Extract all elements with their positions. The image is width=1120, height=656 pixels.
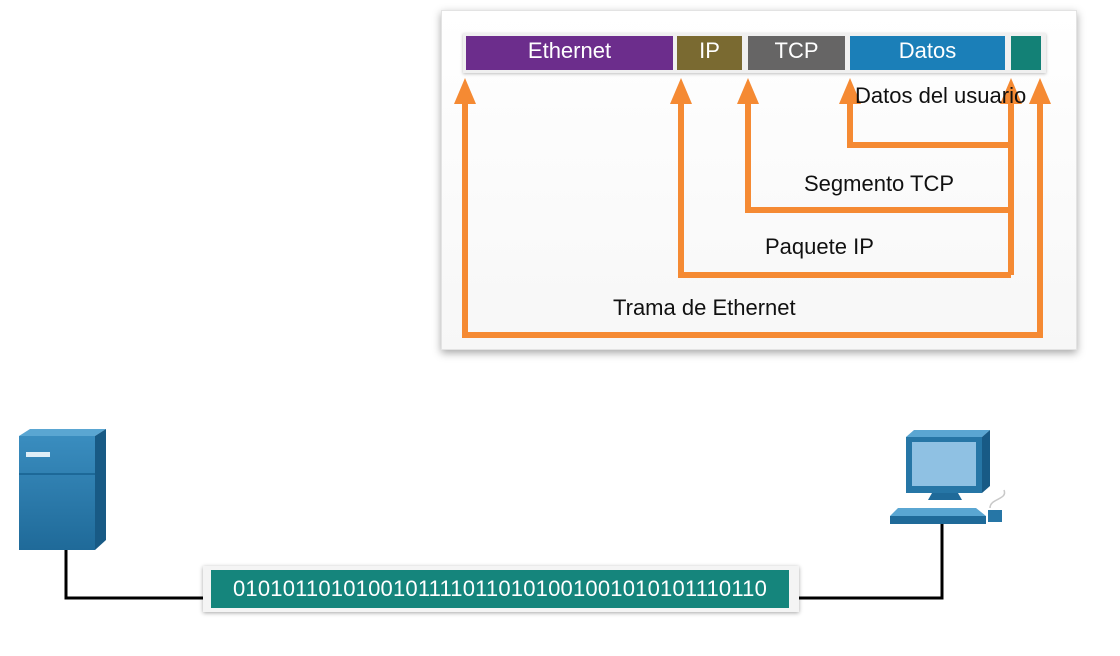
ip-packet-label: Paquete IP xyxy=(765,234,874,259)
arrowhead-trailer-right xyxy=(1029,78,1051,104)
user-data-label: Datos del usuario xyxy=(855,83,1027,108)
ethernet-trailer-segment xyxy=(1011,36,1041,70)
server-icon xyxy=(19,429,106,550)
tcp-segment-bracket xyxy=(745,90,1010,213)
bitstream-box: 0101011010100101111011010100100101010111… xyxy=(203,566,799,612)
arrowhead-ip xyxy=(670,78,692,104)
ip-header-segment: IP xyxy=(677,36,742,70)
arrowhead-tcp xyxy=(737,78,759,104)
cable-left xyxy=(64,550,203,600)
data-segment: Datos xyxy=(850,36,1005,70)
arrowhead-data xyxy=(839,78,861,104)
ethernet-frame-label: Trama de Ethernet xyxy=(613,295,796,320)
cable-right xyxy=(799,524,944,600)
ip-packet-bracket xyxy=(678,90,1011,278)
user-data-bracket xyxy=(847,90,1008,148)
arrowhead-ethernet xyxy=(454,78,476,104)
tcp-segment-label: Segmento TCP xyxy=(804,171,955,196)
desktop-computer-icon xyxy=(890,430,1006,524)
ethernet-header-segment: Ethernet xyxy=(466,36,673,70)
bitstream-text: 0101011010100101111011010100100101010111… xyxy=(211,570,789,608)
tcp-header-segment: TCP xyxy=(748,36,845,70)
arrowhead-trailer-left xyxy=(1000,78,1022,104)
ethernet-frame-bracket xyxy=(462,90,1043,338)
